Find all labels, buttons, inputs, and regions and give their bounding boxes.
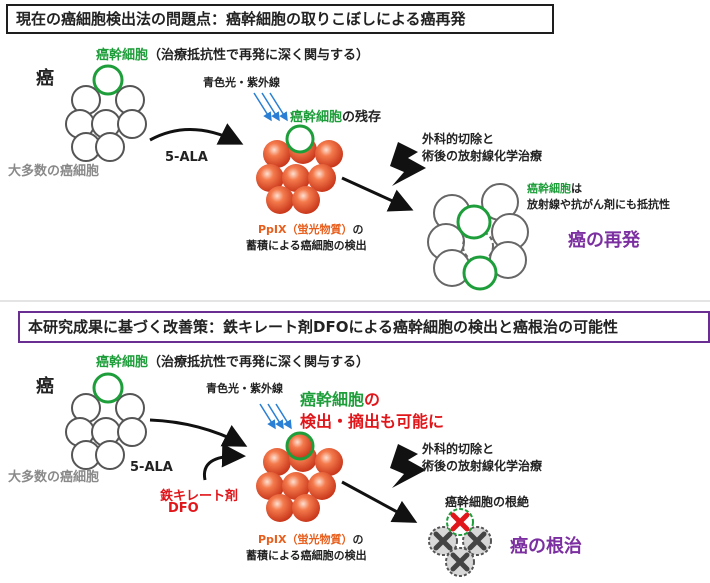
bottom-stem-cell-heading: 癌幹細胞（治療抵抗性で再発に深く関与する） (96, 351, 369, 370)
bottom-ppix-label: PpIX（蛍光物質） (258, 533, 353, 546)
top-resist-line2: 放射線や抗がん剤にも抵抗性 (527, 198, 670, 211)
top-majority-label: 大多数の癌細胞 (8, 164, 100, 179)
top-remaining-text: 癌幹細胞の残存 (290, 106, 381, 125)
bottom-accum-label: 蓄積による癌細胞の検出 (246, 549, 367, 562)
bottom-cancer-label: 癌 (36, 376, 54, 397)
lightning-icon-bottom (390, 444, 426, 488)
top-resist-text: 癌幹細胞は (527, 180, 582, 196)
orange-cell-cluster-top (256, 124, 343, 214)
top-panel-title: 現在の癌細胞検出法の問題点：癌幹細胞の取りこぼしによる癌再発 (6, 4, 554, 34)
stem-cell-marker-bottom (92, 372, 124, 404)
eradicated-stem-cross-icon (450, 512, 470, 532)
bottom-outcome: 癌の根治 (510, 536, 582, 557)
ala-arrow-bottom (149, 418, 248, 447)
bottom-ala-label: 5-ALA (130, 460, 173, 475)
top-stem-cell-label: 癌幹細胞 (96, 48, 149, 63)
ala-arrow-top (149, 123, 244, 145)
stem-cell-marker-top (92, 64, 124, 96)
stem-cell-marker-detected (285, 431, 315, 461)
bottom-detect-line2: 検出・摘出も可能に (300, 412, 445, 431)
bottom-ppix-text: PpIX（蛍光物質）の (258, 531, 364, 547)
top-resist-suffix: は (571, 182, 582, 195)
top-ppix-label: PpIX（蛍光物質） (258, 223, 353, 236)
bottom-detect-text: 癌幹細胞の (300, 386, 380, 410)
top-accum-label: 蓄積による癌細胞の検出 (246, 239, 367, 252)
top-light-label: 青色光・紫外線 (203, 76, 280, 89)
gray-cell-cluster-bottom (65, 372, 147, 470)
top-treatment-line2: 術後の放射線化学治療 (422, 149, 543, 163)
bottom-stem-cell-note: （治療抵抗性で再発に深く関与する） (148, 355, 370, 370)
bottom-majority-label: 大多数の癌細胞 (8, 470, 100, 485)
light-arrows-bottom (259, 403, 292, 430)
top-ppix-text: PpIX（蛍光物質）の (258, 221, 364, 237)
gray-cell-cluster-top (65, 64, 147, 162)
top-resist-stem: 癌幹細胞 (527, 182, 571, 195)
bottom-ppix-suffix: の (352, 533, 364, 546)
bottom-detect-suffix: の (364, 390, 381, 409)
dfo-arrow-bottom (202, 443, 246, 481)
top-remaining-stem: 癌幹細胞 (290, 110, 343, 125)
treatment-arrow-bottom (341, 480, 418, 523)
top-ppix-suffix: の (352, 223, 364, 236)
stem-cell-marker-remaining (285, 124, 315, 154)
treatment-arrow-top (341, 176, 414, 212)
orange-cell-cluster-bottom (256, 431, 343, 522)
top-stem-cell-note: （治療抵抗性で再発に深く関与する） (148, 48, 370, 63)
top-outcome: 癌の再発 (568, 230, 640, 251)
bottom-stem-cell-label: 癌幹細胞 (96, 355, 149, 370)
eradicated-cell-cluster (428, 508, 492, 577)
top-cancer-label: 癌 (36, 68, 54, 89)
bottom-eradication-label: 癌幹細胞の根絶 (445, 495, 530, 509)
bottom-treatment-line1: 外科的切除と (422, 442, 495, 456)
top-remaining-suffix: の残存 (342, 110, 382, 125)
bottom-panel-title: 本研究成果に基づく改善策：鉄キレート剤DFOによる癌幹細胞の検出と癌根治の可能性 (18, 311, 710, 343)
lightning-icon-top (390, 142, 426, 186)
bottom-light-label: 青色光・紫外線 (206, 382, 283, 395)
bottom-treatment-line2: 術後の放射線化学治療 (422, 459, 543, 473)
recurrence-cell-cluster (427, 183, 529, 291)
bottom-detect-stem: 癌幹細胞 (300, 390, 365, 409)
bottom-dfo-line2: DFO (168, 501, 199, 516)
top-treatment-line1: 外科的切除と (422, 132, 495, 146)
bottom-dfo-line1: 鉄キレート剤 (160, 489, 239, 504)
top-stem-cell-heading: 癌幹細胞（治療抵抗性で再発に深く関与する） (96, 44, 369, 63)
light-arrows-top (253, 92, 288, 122)
top-ala-label: 5-ALA (165, 150, 208, 165)
